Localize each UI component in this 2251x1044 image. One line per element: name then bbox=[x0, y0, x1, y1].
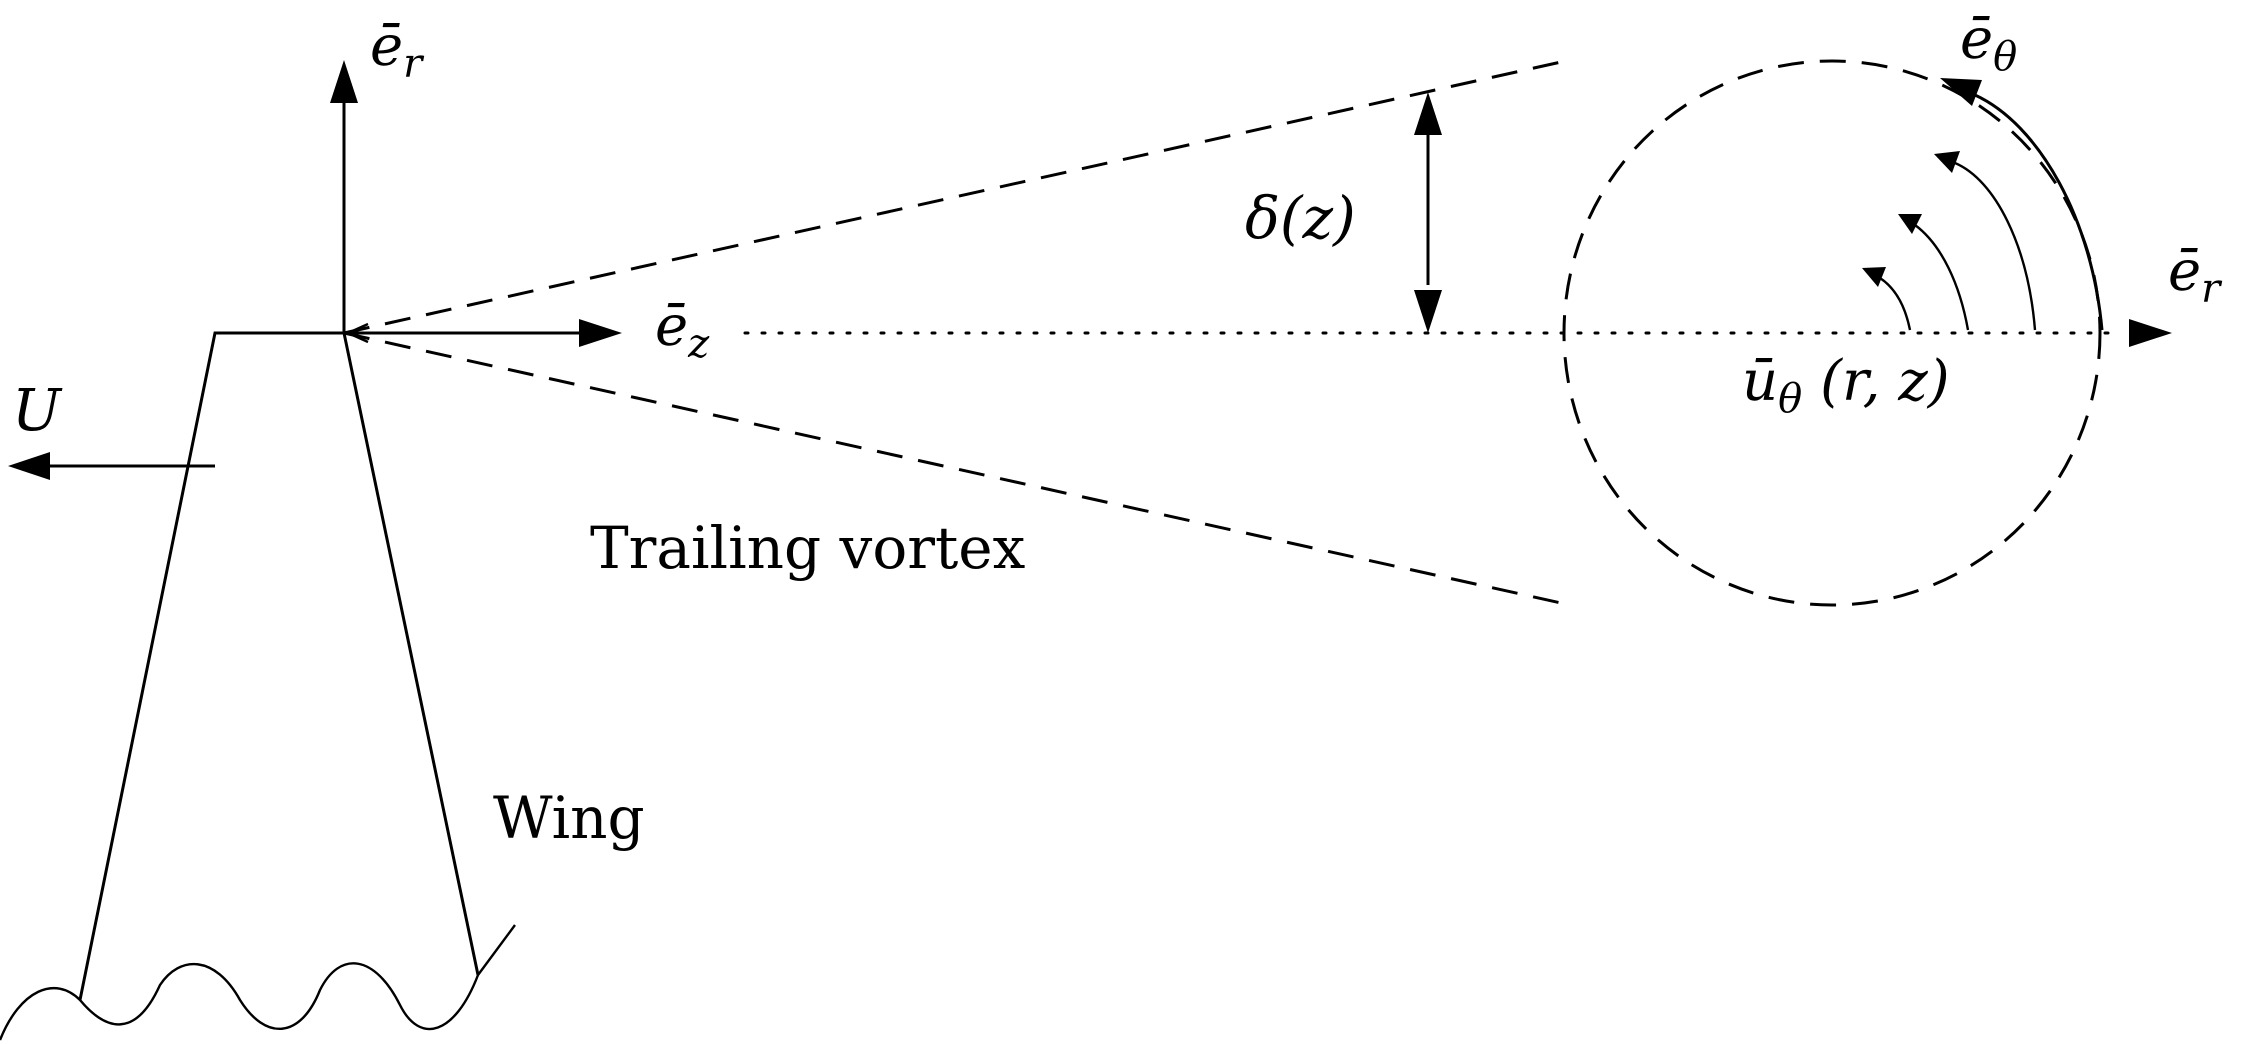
freestream-arrow bbox=[8, 452, 215, 480]
radial-axis-arrow bbox=[330, 60, 358, 333]
delta-thickness-arrow bbox=[1414, 92, 1442, 333]
swirl-velocity-label: ūθ(r, z) bbox=[1742, 349, 1950, 422]
delta-label: δ(z) bbox=[1245, 184, 1356, 252]
er-top-label: ēr bbox=[370, 14, 425, 87]
swirl-velocity-arcs bbox=[1862, 78, 2104, 331]
etheta-label: ēθ bbox=[1960, 7, 2017, 80]
radial-axis-arrow-right bbox=[2129, 319, 2172, 347]
ez-label: ēz bbox=[655, 294, 710, 367]
vortex-upper-boundary bbox=[343, 58, 1571, 335]
wing-root-wavy-edge bbox=[0, 924, 516, 1041]
wing bbox=[0, 331, 516, 1041]
vortex-core-cross-section bbox=[1562, 59, 2102, 607]
wing-label: Wing bbox=[493, 784, 645, 852]
er-right-label: ēr bbox=[2168, 239, 2223, 312]
freestream-label: U bbox=[12, 376, 63, 444]
trailing-vortex-label: Trailing vortex bbox=[590, 514, 1025, 582]
